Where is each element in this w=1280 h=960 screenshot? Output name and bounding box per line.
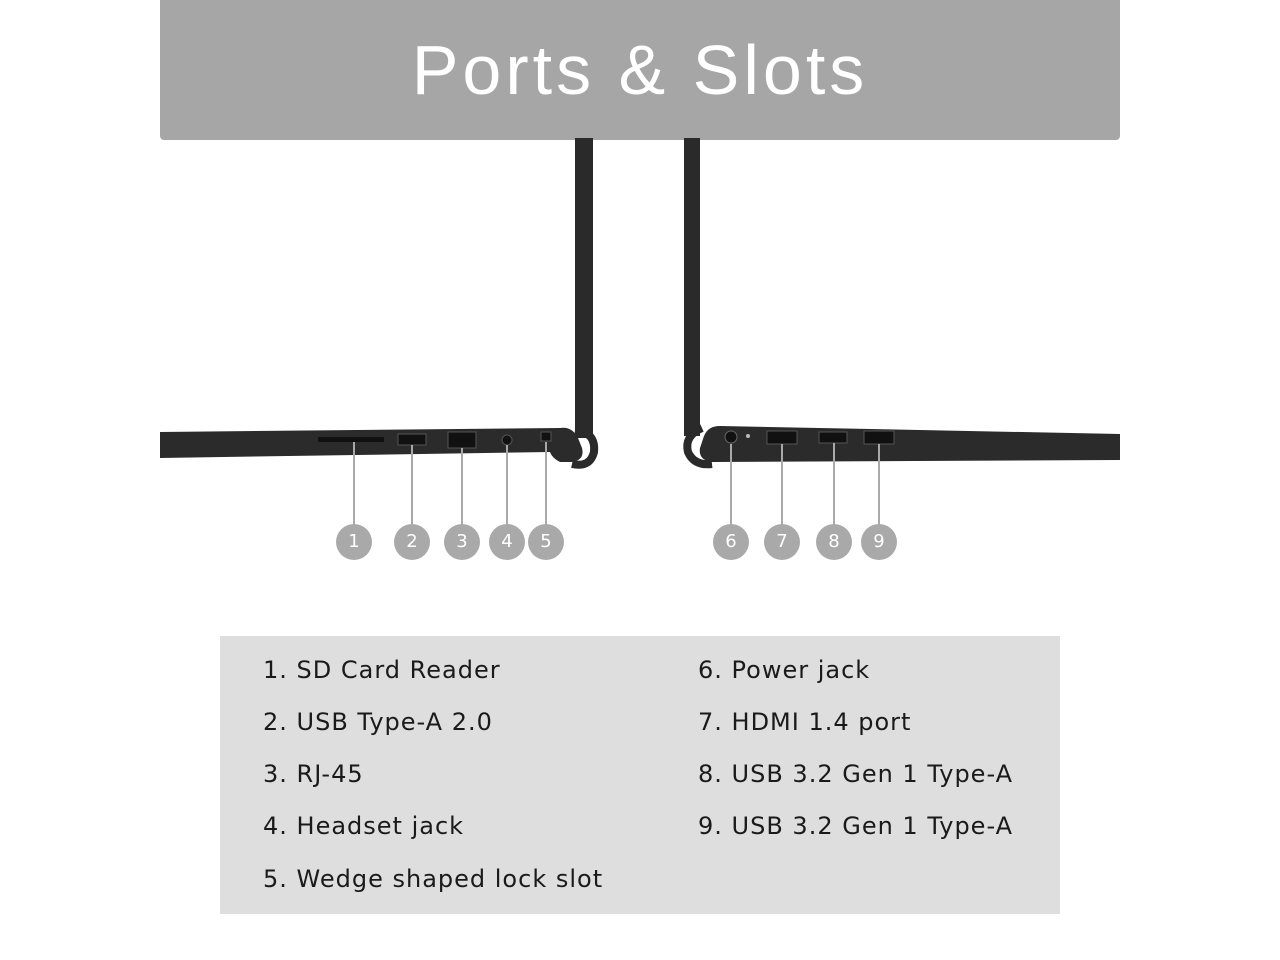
callout-badge-3: 3 [444, 524, 480, 560]
callout-badge-4: 4 [489, 524, 525, 560]
legend-item-3: 3. RJ-45 [263, 760, 364, 788]
callout-lines [353, 442, 880, 525]
callout-badge-1: 1 [336, 524, 372, 560]
legend-item-2: 2. USB Type-A 2.0 [263, 708, 493, 736]
legend-item-6: 6. Power jack [698, 656, 871, 684]
callout-badge-2: 2 [394, 524, 430, 560]
callout-badge-5: 5 [528, 524, 564, 560]
page-title: Ports & Slots [411, 31, 869, 109]
callout-badge-8: 8 [816, 524, 852, 560]
legend-item-7: 7. HDMI 1.4 port [698, 708, 912, 736]
right-side-view [683, 138, 1120, 469]
callout-badge-6: 6 [713, 524, 749, 560]
legend-item-9: 9. USB 3.2 Gen 1 Type-A [698, 812, 1013, 840]
legend-item-5: 5. Wedge shaped lock slot [263, 865, 604, 893]
legend-item-8: 8. USB 3.2 Gen 1 Type-A [698, 760, 1013, 788]
callout-badge-9: 9 [861, 524, 897, 560]
left-side-view [160, 138, 599, 469]
legend-item-1: 1. SD Card Reader [263, 656, 501, 684]
ports-legend: 1. SD Card Reader 2. USB Type-A 2.0 3. R… [220, 636, 1060, 914]
legend-item-4: 4. Headset jack [263, 812, 465, 840]
title-banner: Ports & Slots [160, 0, 1120, 140]
callout-badge-7: 7 [764, 524, 800, 560]
